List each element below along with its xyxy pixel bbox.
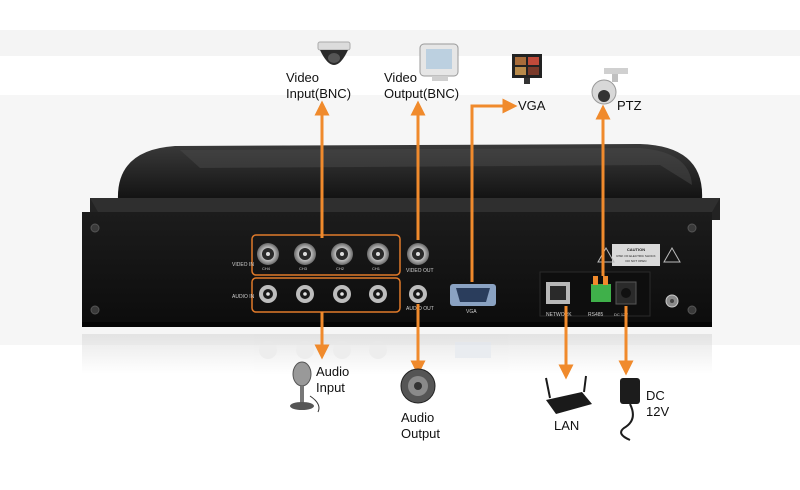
rca-audio-in-ch4: [259, 285, 277, 303]
vga-port: [450, 284, 496, 306]
callout-audio-output-line1: Audio: [401, 410, 435, 425]
dome-camera-icon: [317, 41, 351, 65]
callout-audio-input-line1: Audio: [316, 364, 350, 379]
router-icon: [545, 375, 592, 414]
audio-in-highlight-box: [251, 277, 401, 313]
label-channel-2: CH2: [336, 266, 345, 271]
screw: [687, 305, 697, 315]
rca-audio-in-ch1: [369, 285, 387, 303]
reflection: [82, 334, 712, 374]
dc-power-jack: [615, 281, 637, 305]
callout-audio-output-line2: Output: [401, 426, 441, 441]
label-vga: VGA: [466, 309, 477, 315]
speaker-icon: [400, 368, 436, 404]
callout-vga: VGA: [518, 98, 545, 114]
power-adapter-icon: [620, 378, 640, 441]
crt-monitor-icon: [419, 43, 459, 81]
screw: [687, 223, 697, 233]
screw: [90, 223, 100, 233]
screw: [90, 305, 100, 315]
callout-video-output-line1: Video: [384, 70, 418, 85]
callout-dc-line1: DC: [646, 388, 665, 403]
callout-ptz: PTZ: [617, 98, 642, 114]
bnc-video-in-ch3: [294, 243, 316, 265]
callout-video-input: Video Input(BNC): [286, 70, 351, 102]
rca-audio-out: [409, 285, 427, 303]
lcd-monitor-icon: [512, 54, 542, 84]
microphone-icon: [290, 361, 320, 413]
label-video-out: VIDEO OUT: [406, 268, 434, 274]
video-in-highlight-box: [251, 234, 401, 276]
label-channel-1: CH1: [372, 266, 381, 271]
connection-arrows: [314, 98, 634, 380]
label-rs485: RS485: [588, 312, 604, 318]
arrow-vga: [470, 98, 518, 282]
callout-video-input-line1: Video: [286, 70, 320, 85]
callout-dc: DC 12V: [646, 388, 669, 420]
callout-ptz-text: PTZ: [617, 98, 642, 113]
caution-line-2: DO NOT OPEN: [626, 259, 647, 263]
caution-label: CAUTION RISK OF ELECTRIC SHOCK DO NOT OP…: [597, 244, 681, 266]
label-audio-in: AUDIO IN: [232, 294, 255, 300]
callout-lan: LAN: [554, 418, 579, 434]
callout-audio-output: Audio Output: [401, 410, 440, 442]
rs485-terminal: [591, 276, 611, 302]
background-band-top: [0, 30, 800, 56]
callout-audio-input-line2: Input: [316, 380, 345, 395]
bnc-video-in-ch4: [257, 243, 279, 265]
label-channel-4: CH4: [262, 266, 271, 271]
ptz-camera-icon: [591, 68, 628, 105]
bnc-video-in-ch2: [331, 243, 353, 265]
bnc-video-out: [407, 243, 429, 265]
label-channel-3: CH3: [299, 266, 308, 271]
caution-line-1: RISK OF ELECTRIC SHOCK: [616, 254, 655, 258]
caution-title: CAUTION: [627, 247, 645, 252]
label-video-in: VIDEO IN: [232, 262, 254, 268]
rca-audio-in-ch3: [296, 285, 314, 303]
label-dc-port: DC 12V: [614, 312, 628, 317]
callout-video-input-line2: Input(BNC): [286, 86, 352, 101]
rca-audio-in-ch2: [333, 285, 351, 303]
ground-screw: [665, 294, 679, 308]
label-audio-out: AUDIO OUT: [406, 306, 434, 312]
callout-video-output: Video Output(BNC): [384, 70, 459, 102]
label-network: NETWORK: [546, 312, 572, 318]
callout-dc-line2: 12V: [646, 404, 670, 419]
callout-vga-text: VGA: [518, 98, 546, 113]
rj45-network-port: [546, 282, 570, 304]
bnc-video-in-ch1: [367, 243, 389, 265]
callout-video-output-line2: Output(BNC): [384, 86, 460, 101]
callout-lan-text: LAN: [554, 418, 580, 433]
dvr-top-highlight: [180, 148, 692, 185]
callout-audio-input: Audio Input: [316, 364, 349, 396]
